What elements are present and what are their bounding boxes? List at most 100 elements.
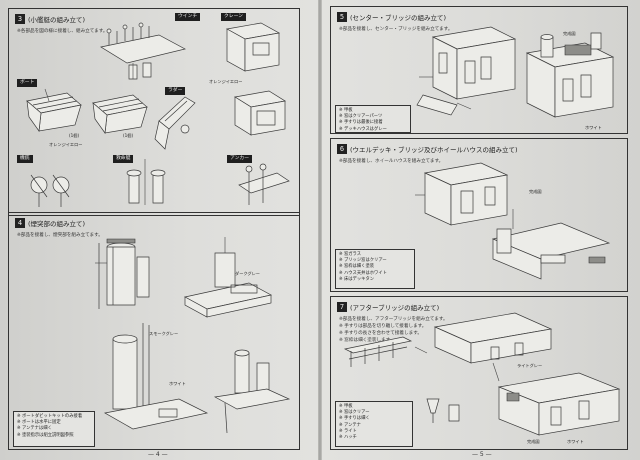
step-3-section: 3 (小艦艇の組み立て) ※各部品を図の様に接着し、組み立てます。 ボート ラダ… [8,8,300,216]
step-3-note: ※各部品を図の様に接着し、組み立てます。 [17,29,108,34]
deck-piece-drawing [185,237,271,317]
tag-lifeboat: 救命艇 [113,155,134,163]
wheelhouse-drawing [415,163,507,225]
step-4-label-1: ダークグレー [235,271,260,276]
s5-legend-1: ※ 甲板 [339,108,353,113]
legend-line-1: ※ ボートダビットキットのみ接着 [17,414,83,419]
gun-parts-drawing [31,175,69,207]
step-4-section: 4 (煙突部の組み立て) ※部品を接着し、煙突部を組み立てます。 ダークグレー … [8,212,300,450]
step-4-drawings [9,213,301,451]
right-page-number: — 5 — [472,451,492,458]
legend-line-3: ※ アンテナは細く [17,426,52,432]
s7-label-white: ホワイト [567,439,584,444]
part-label-5: オレンジイエロー [209,79,243,84]
step-3-title: (小艦艇の組み立て) [28,16,86,24]
step-5-title: (センター・ブリッジの組み立て) [350,14,447,22]
step-5-number: 5 [337,12,347,22]
cabinet-drawing [235,91,285,135]
s7-legend-4: ※ アンテナ [339,422,361,428]
center-bridge-exploded [417,27,515,115]
step-7-number: 7 [337,302,347,312]
s6-label-complete: 完成図 [529,189,542,194]
step-6-title: (ウエルデッキ・ブリッジ及びホイールハウスの組み立て) [350,146,518,154]
bridge-wing-drawing [493,209,609,279]
step-7-title: (アフターブリッジの組み立て) [350,304,440,312]
s5-legend-4: ※ デッキハウスはグレー [339,126,387,132]
tag-winch: ウインチ [175,13,201,21]
legend-line-2: ※ ボートは水平に固定 [17,420,61,426]
step-7-section: 7 (アフターブリッジの組み立て) ※部品を接着し、アフターブリッジを組み立てま… [330,296,628,450]
s7-legend-3: ※ 手すりは細く [339,416,370,422]
step-5-legend: ※ 甲板 ※ 窓はクリアーパーツ ※ 手すりは最後に接着 ※ デッキハウスはグレ… [335,105,411,133]
boat-drawing-1 [27,89,81,131]
tag-crane: クレーン [221,13,246,21]
s6-legend-4: ※ ハウス天井はホワイト [339,270,387,276]
step-7-note-3: ※ 手すりの長さを合わせて接着します。 [339,331,422,336]
assembled-stack-drawing [105,323,207,429]
s7-legend-6: ※ ハッチ [339,435,357,441]
step-4-header: 4 (煙突部の組み立て) [15,217,85,229]
step-4-label-3: ホワイト [169,381,186,386]
center-bridge-complete [527,33,613,117]
step-6-header: 6 (ウエルデッキ・ブリッジ及びホイールハウスの組み立て) [337,143,537,155]
step-4-legend: ※ ボートダビットキットのみ接着 ※ ボートは水平に固定 ※ アンテナは細く ※… [13,411,95,447]
s5-label-white: ホワイト [585,125,602,130]
step-3-number: 3 [15,14,25,24]
tag-rudder: ラダー [165,87,186,95]
s7-legend-1: ※ 甲板 [339,404,353,409]
s5-legend-2: ※ 窓はクリアーパーツ [339,114,383,120]
anchor-parts-drawing [239,164,289,205]
part-label-1: (1個) [69,133,80,138]
step-5-header: 5 (センター・ブリッジの組み立て) [337,11,446,23]
step-3-header: 3 (小艦艇の組み立て) [15,13,85,25]
step-6-legend: ※ 窓ガラス ※ ブリッジ窓はクリアー ※ 窓枠は細く塗装 ※ ハウス天井はホワ… [335,249,415,289]
step-6-section: 6 (ウエルデッキ・ブリッジ及びホイールハウスの組み立て) ※部品を接着し、ホイ… [330,138,628,292]
s5-legend-3: ※ 手すりは最後に接着 [339,120,383,126]
s7-label-lightgray: ライトグレー [517,363,543,368]
after-bridge-lower-drawing [499,373,619,435]
s6-legend-5: ※ 床はデッキタン [339,276,375,282]
legend-line-4: ※ 塗装指示は組立説明図参照 [17,432,74,438]
s6-legend-2: ※ ブリッジ窓はクリアー [339,258,387,264]
part-label-3: オレンジイエロー [49,142,83,147]
step-3-drawings [9,9,301,217]
s5-label-complete: 完成図 [563,31,576,36]
step-6-number: 6 [337,144,347,154]
part-label-2: (1個) [123,133,134,138]
step-5-note: ※部品を接着し、センター・ブリッジを組み立てます。 [339,27,453,32]
funnel-drawing [95,239,149,309]
step-7-note-2: ※ 手すりは部品を切り離して接着します。 [339,324,427,329]
step-5-section: 5 (センター・ブリッジの組み立て) ※部品を接着し、センター・ブリッジを組み立… [330,6,628,134]
step-4-label-2: スモークグレー [149,331,179,336]
step-7-drawings [331,297,629,451]
s6-legend-3: ※ 窓枠は細く塗装 [339,264,375,270]
after-bridge-upper-drawing [435,313,551,381]
step-6-drawings [331,139,629,293]
railing-detail-drawing [345,337,427,367]
lifeboat-parts-drawing [127,159,165,205]
tag-gun: 機銃 [17,155,33,163]
step-4-number: 4 [15,218,25,228]
tag-boat: ボート [17,79,38,87]
center-fold [318,0,322,460]
rudder-drawing [155,97,195,149]
step-7-legend: ※ 甲板 ※ 窓はクリアー ※ 手すりは細く ※ アンテナ ※ ライト ※ ハッ… [335,401,413,447]
step-7-note-4: ※ 窓枠は細く塗装します。 [339,338,395,343]
mast-platform-drawing [101,23,185,79]
step-7-note: ※部品を接着し、アフターブリッジを組み立てます。 [339,317,448,322]
s7-label-complete: 完成図 [527,439,540,444]
step-4-title: (煙突部の組み立て) [28,220,86,228]
s6-legend-1: ※ 窓ガラス [339,252,362,257]
step-4-note: ※部品を接着し、煙突部を組み立てます。 [17,233,103,238]
step-5-drawings [331,7,629,135]
crane-box-drawing [227,23,279,71]
s7-legend-2: ※ 窓はクリアー [339,410,370,416]
step-7-header: 7 (アフターブリッジの組み立て) [337,301,439,313]
ventilator-part-drawing [427,399,459,423]
s7-legend-5: ※ ライト [339,428,357,434]
tag-anchor: アンカー [227,155,252,163]
small-stack-drawing [215,350,289,433]
left-page-number: — 4 — [148,451,168,458]
step-6-note: ※部品を接着し、ホイールハウスを組み立てます。 [339,159,444,164]
